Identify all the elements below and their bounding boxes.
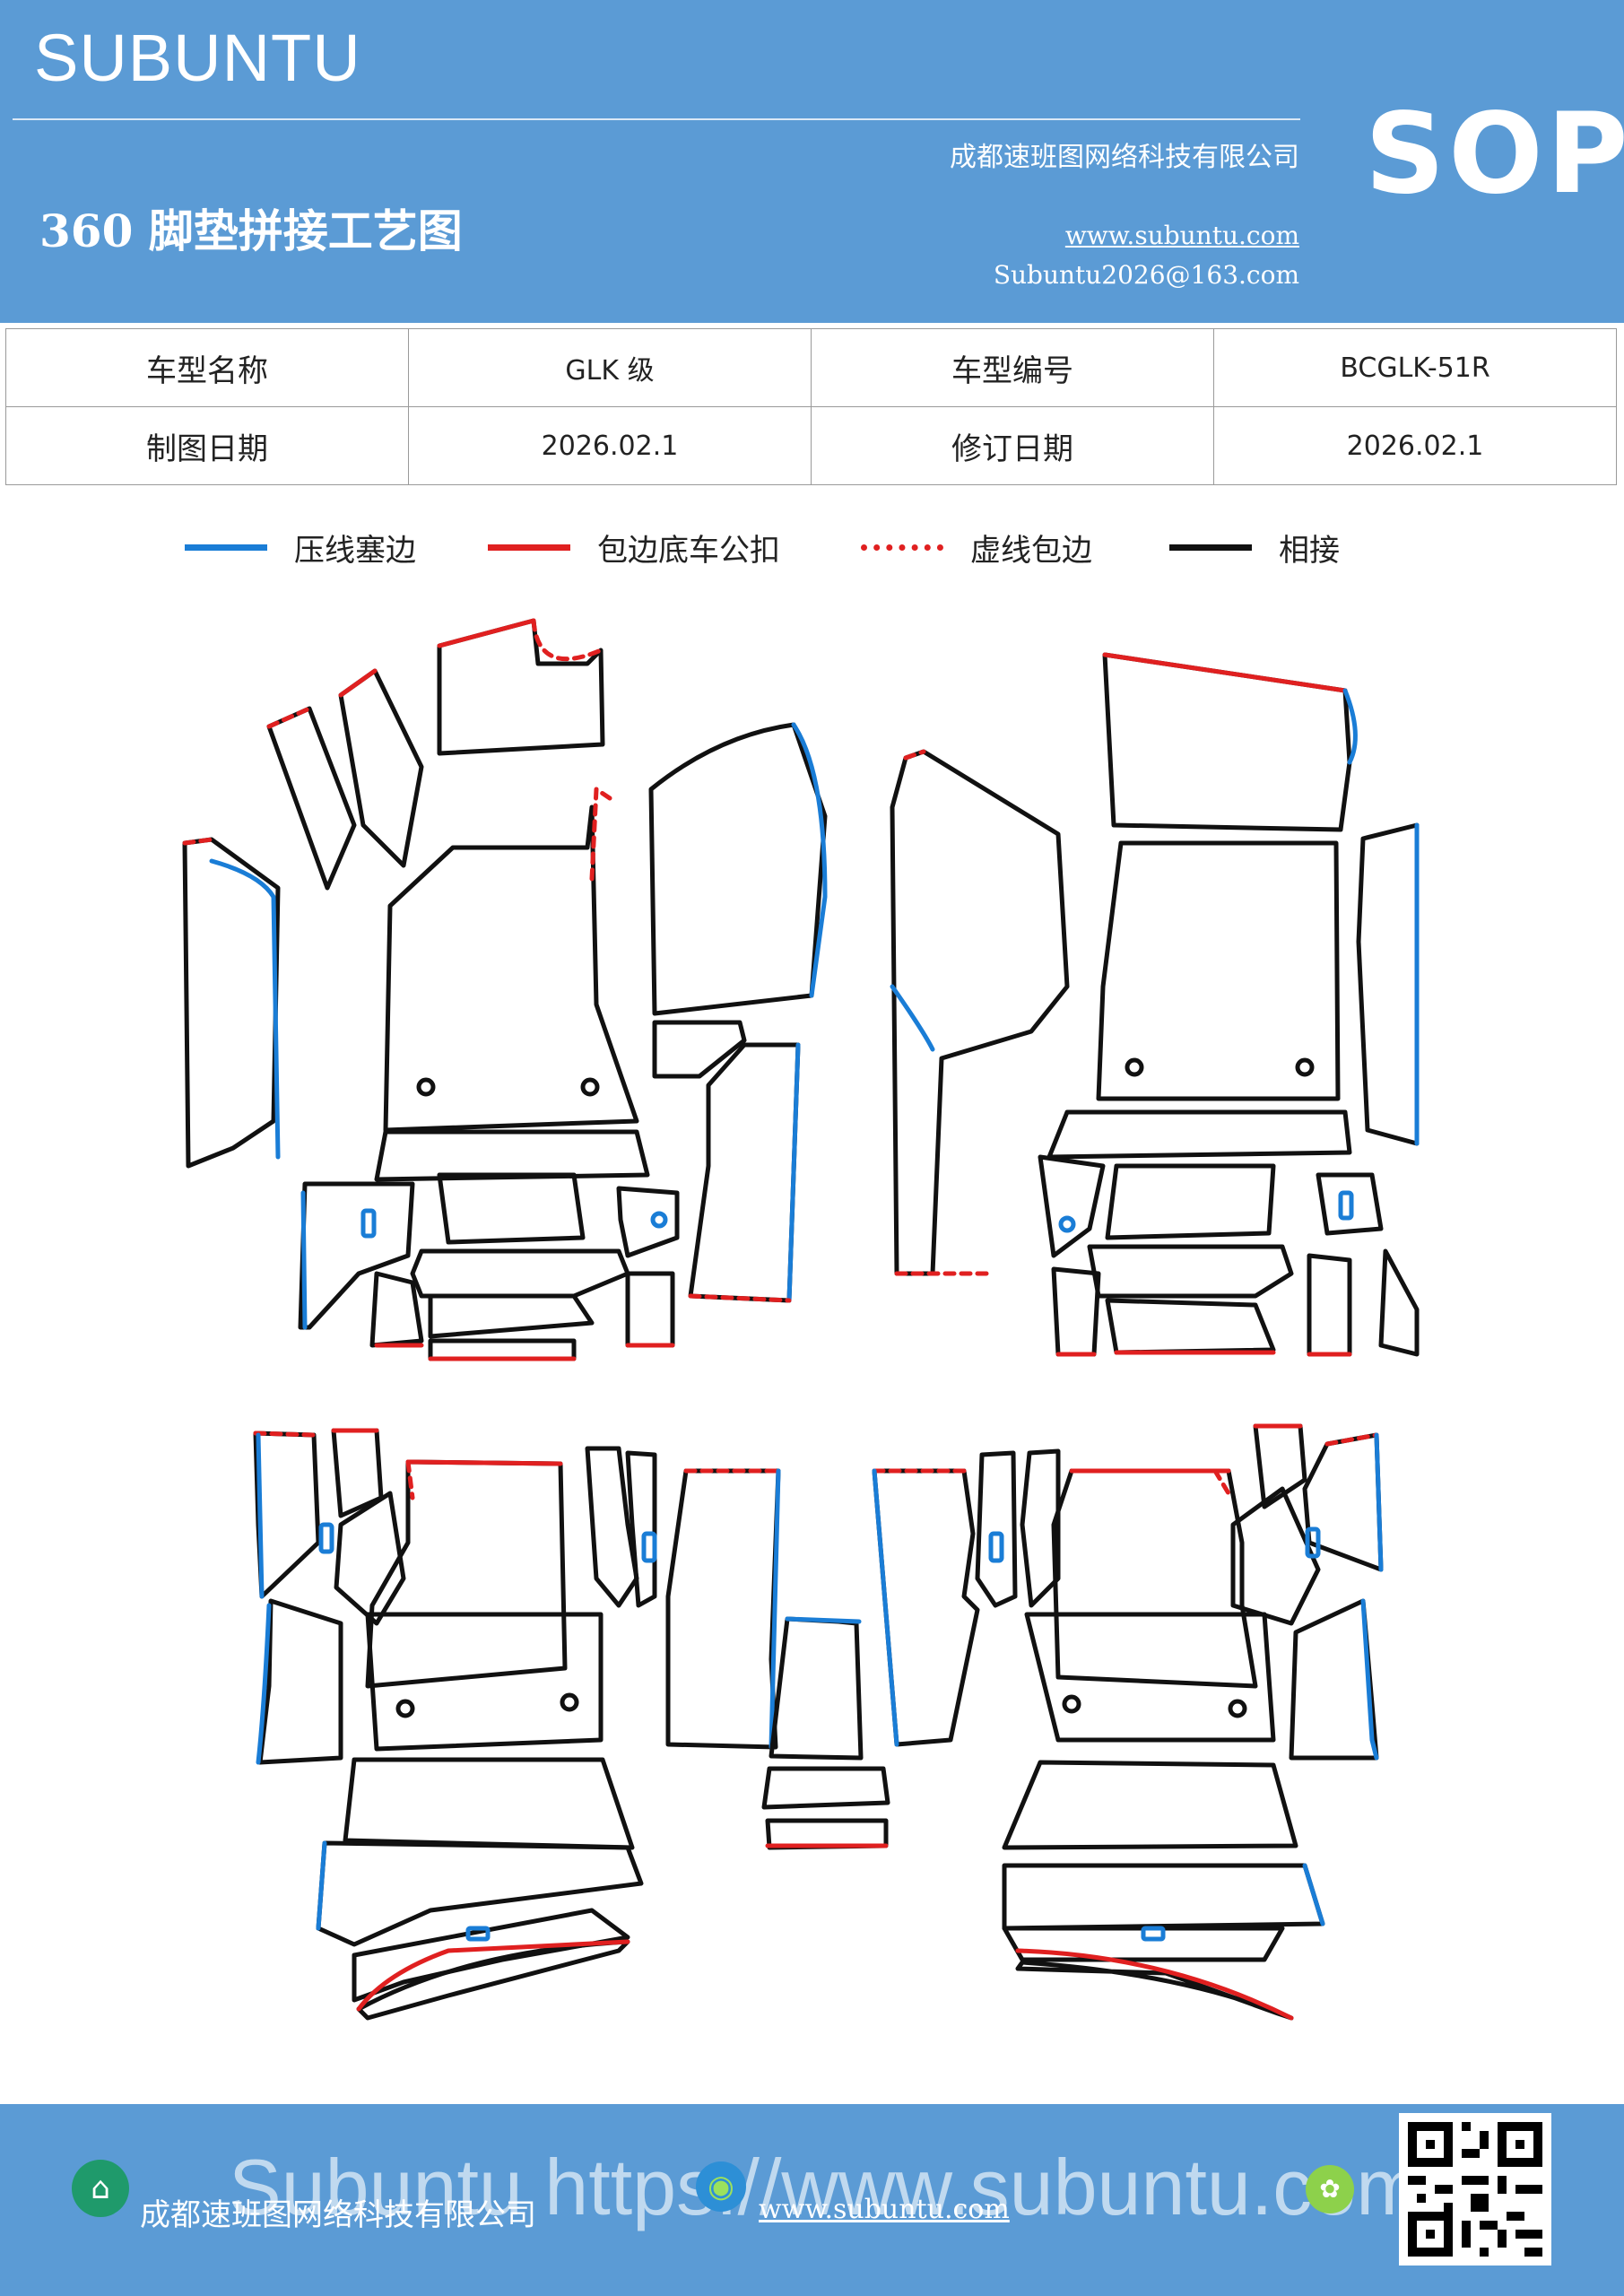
legend: 压线塞边 包边底车公扣 虚线包边 相接 <box>0 520 1624 574</box>
legend-swatch <box>1169 544 1252 551</box>
table-row: 车型名称 GLK 级 车型编号 BCGLK-51R <box>5 328 1617 407</box>
legend-item-joint: 相接 <box>1169 520 1340 574</box>
header-website-link[interactable]: www.subuntu.com <box>1064 221 1299 250</box>
brand-name: SUBUNTU <box>34 21 361 95</box>
revise-date-value: 2026.02.1 <box>1213 406 1617 485</box>
model-name-value: GLK 级 <box>408 328 812 407</box>
model-code-value: BCGLK-51R <box>1213 328 1617 407</box>
legend-label: 包边底车公扣 <box>597 532 780 569</box>
legend-item-dotted-edge: 虚线包边 <box>861 520 1092 574</box>
legend-swatch <box>488 544 570 551</box>
sop-badge: SOP <box>1365 90 1624 219</box>
legend-item-press-edge: 压线塞边 <box>185 520 416 574</box>
qr-code[interactable] <box>1399 2113 1551 2266</box>
footer-website-link[interactable]: www.subuntu.com <box>759 2194 1010 2225</box>
header-banner: SUBUNTU 成都速班图网络科技有限公司 360 脚垫拼接工艺图 www.su… <box>0 0 1624 323</box>
revise-date-label: 修订日期 <box>811 406 1214 485</box>
front-right-mat <box>890 652 1420 1357</box>
header-divider <box>13 118 1300 120</box>
rear-left-mat <box>253 1428 781 2021</box>
header-email[interactable]: Subuntu2026@163.com <box>993 260 1299 290</box>
front-left-mat <box>182 618 828 1361</box>
center-tunnel-mat <box>761 1616 890 1850</box>
legend-item-wrap-edge: 包边底车公扣 <box>488 520 780 574</box>
leaf-icon: ✿ <box>1306 2165 1354 2213</box>
page-title: 360 脚垫拼接工艺图 <box>39 204 463 257</box>
legend-label: 虚线包边 <box>970 532 1092 569</box>
footer-watermark: Subuntu https://www.subuntu.com <box>229 2143 1422 2231</box>
footer-banner <box>0 2104 1624 2296</box>
footer-company: 成都速班图网络科技有限公司 <box>140 2197 536 2233</box>
company-icon: ⌂ <box>72 2160 129 2217</box>
model-code-label: 车型编号 <box>811 328 1214 407</box>
legend-label: 相接 <box>1279 532 1340 569</box>
vehicle-info-table: 车型名称 GLK 级 车型编号 BCGLK-51R 制图日期 2026.02.1… <box>5 328 1617 485</box>
globe-icon: ◉ <box>696 2161 746 2212</box>
table-row: 制图日期 2026.02.1 修订日期 2026.02.1 <box>5 406 1617 485</box>
header-company: 成都速班图网络科技有限公司 <box>950 142 1299 173</box>
rear-right-mat <box>872 1423 1384 2021</box>
model-name-label: 车型名称 <box>5 328 409 407</box>
draw-date-value: 2026.02.1 <box>408 406 812 485</box>
legend-swatch <box>861 544 943 551</box>
legend-label: 压线塞边 <box>294 532 416 569</box>
draw-date-label: 制图日期 <box>5 406 409 485</box>
legend-swatch <box>185 544 267 551</box>
